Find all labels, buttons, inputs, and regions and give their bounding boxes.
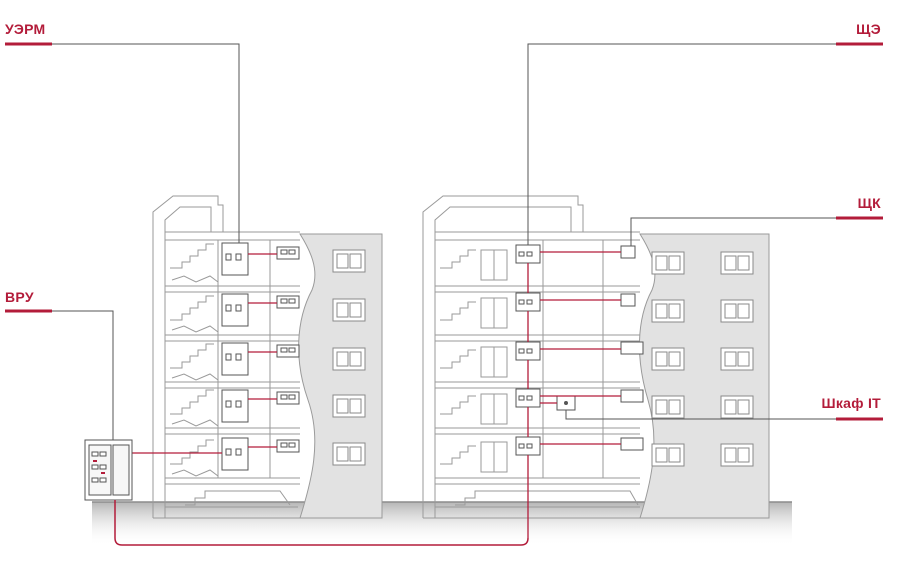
vru-cabinet-accents (93, 460, 105, 474)
label-uerm: УЭРМ (5, 21, 46, 37)
left-apartment-panels (276, 246, 300, 453)
vru-cabinet (84, 439, 133, 501)
it-cabinet (556, 395, 576, 411)
main-feeder-cable (114, 500, 529, 546)
left-red-links (131, 253, 277, 454)
left-building-facade (298, 233, 383, 519)
label-she: ЩЭ (856, 21, 881, 37)
right-red-links (527, 251, 621, 538)
left-building (152, 195, 300, 519)
label-shk: ЩК (857, 195, 881, 211)
right-facade-windows (651, 251, 754, 467)
label-underlines (5, 42, 883, 421)
label-vru: ВРУ (5, 289, 34, 305)
left-facade-windows (332, 249, 366, 466)
label-it-cabinet: Шкаф IT (821, 395, 881, 411)
uerm-floor-panels (221, 242, 249, 471)
right-building (422, 195, 640, 519)
right-building-facade (638, 233, 770, 519)
shk-apartment-panels (620, 245, 644, 451)
